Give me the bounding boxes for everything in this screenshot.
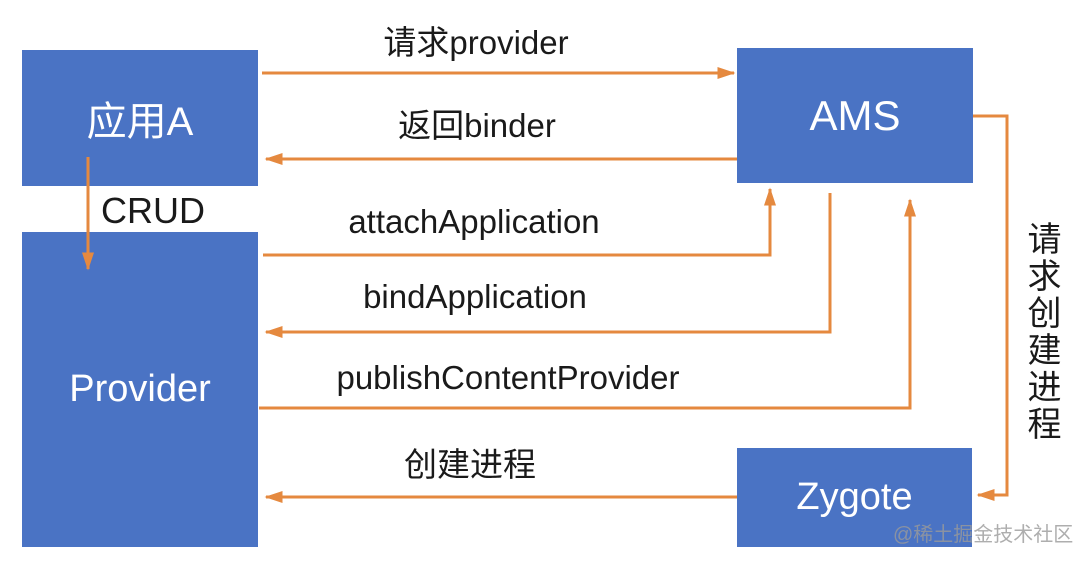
node-app-a-label: 应用A	[86, 100, 194, 144]
node-provider-label: Provider	[69, 368, 211, 410]
node-provider: Provider	[22, 232, 258, 547]
edge-label-return-binder: 返回binder	[398, 107, 556, 144]
edge-label-request-create-process: 请求创建进程	[1022, 221, 1060, 443]
node-ams-label: AMS	[809, 91, 901, 139]
edge-label-crud: CRUD	[101, 190, 205, 231]
watermark: @稀土掘金技术社区	[893, 524, 1074, 546]
node-zygote: Zygote	[737, 448, 972, 547]
node-app-a: 应用A	[22, 50, 258, 186]
edge-label-publish-content-provider: publishContentProvider	[336, 359, 680, 396]
node-zygote-label: Zygote	[796, 476, 913, 518]
edge-label-bind-application: bindApplication	[363, 278, 587, 315]
edge-label-request-provider: 请求provider	[383, 24, 569, 61]
arrow-request-create-process	[973, 114, 1009, 501]
edge-label-create-process: 创建进程	[404, 446, 536, 483]
node-ams: AMS	[737, 48, 973, 183]
edge-label-attach-application: attachApplication	[348, 203, 600, 240]
